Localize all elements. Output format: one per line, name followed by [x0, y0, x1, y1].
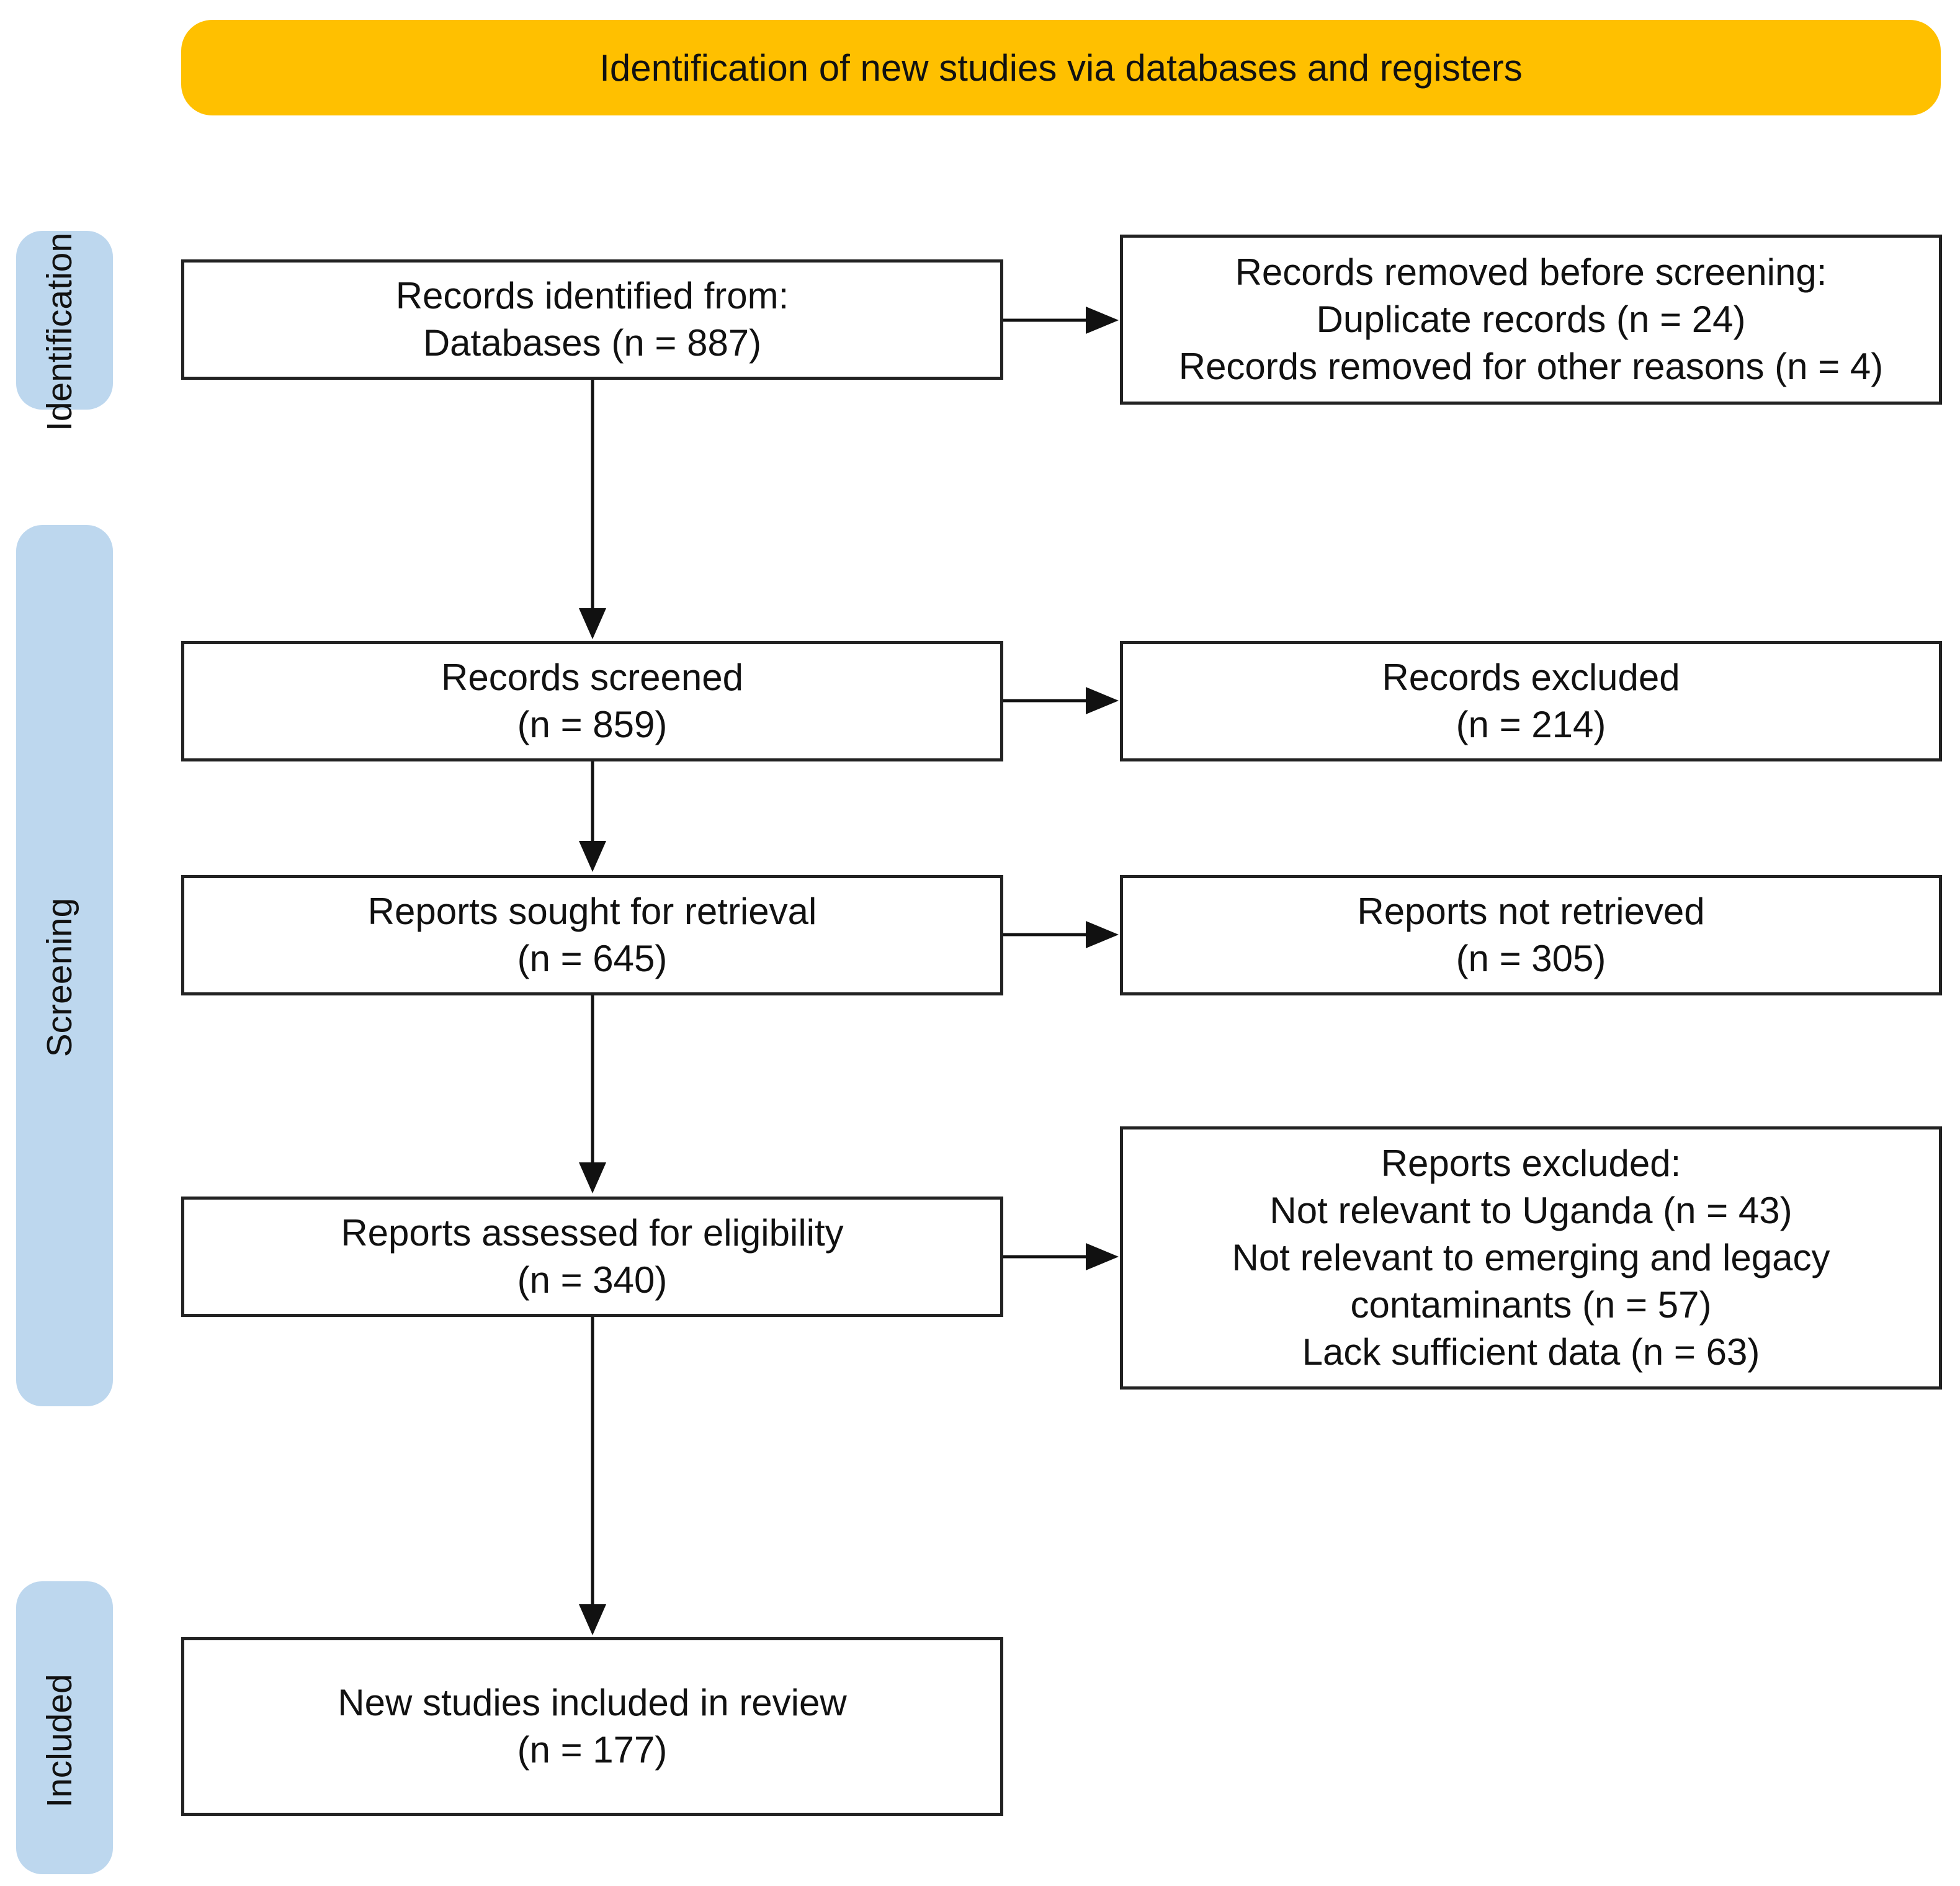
- records-excluded-line1: Records excluded: [1382, 657, 1680, 698]
- records-screened-line1: Records screened: [441, 657, 743, 698]
- reports-not-retrieved-line2: (n = 305): [1456, 938, 1606, 979]
- header-title: Identification of new studies via databa…: [599, 47, 1523, 89]
- arrowhead-down-1: [579, 608, 606, 639]
- records-removed-line2: Duplicate records (n = 24): [1316, 299, 1746, 340]
- box-reports-not-retrieved: Reports not retrieved (n = 305): [1120, 875, 1942, 995]
- records-identified-line2: Databases (n = 887): [423, 322, 762, 364]
- phase-pill-screening: [16, 525, 113, 1406]
- header-banner: Identification of new studies via databa…: [181, 20, 1941, 115]
- records-screened-line2: (n = 859): [517, 704, 668, 745]
- box-reports-sought: Reports sought for retrieval (n = 645): [181, 875, 1003, 995]
- reports-excluded-line5: Lack sufficient data (n = 63): [1302, 1331, 1760, 1373]
- records-removed-line3: Records removed for other reasons (n = 4…: [1178, 346, 1884, 387]
- arrowhead-down-3: [579, 1162, 606, 1193]
- box-reports-assessed: Reports assessed for eligibility (n = 34…: [181, 1197, 1003, 1317]
- arrowhead-down-2: [579, 841, 606, 872]
- studies-included-line1: New studies included in review: [338, 1682, 847, 1723]
- reports-sought-line1: Reports sought for retrieval: [367, 891, 817, 932]
- arrowhead-right-4: [1086, 1243, 1119, 1270]
- box-records-screened: Records screened (n = 859): [181, 641, 1003, 761]
- arrowhead-right-1: [1086, 307, 1119, 334]
- box-records-removed: Records removed before screening: Duplic…: [1120, 235, 1942, 405]
- phase-pill-included: [16, 1581, 113, 1874]
- records-identified-line1: Records identified from:: [395, 275, 789, 317]
- reports-sought-line2: (n = 645): [517, 938, 668, 979]
- reports-excluded-line4: contaminants (n = 57): [1350, 1284, 1712, 1326]
- phase-pill-identification: [16, 231, 113, 410]
- studies-included-line2: (n = 177): [517, 1729, 668, 1771]
- box-studies-included: New studies included in review (n = 177): [181, 1637, 1003, 1816]
- arrowhead-right-3: [1086, 921, 1119, 948]
- reports-excluded-line3: Not relevant to emerging and legacy: [1232, 1237, 1830, 1278]
- arrowhead-down-4: [579, 1604, 606, 1635]
- reports-excluded-line2: Not relevant to Uganda (n = 43): [1269, 1190, 1792, 1231]
- box-reports-excluded: Reports excluded: Not relevant to Uganda…: [1120, 1126, 1942, 1390]
- box-records-excluded: Records excluded (n = 214): [1120, 641, 1942, 761]
- reports-assessed-line2: (n = 340): [517, 1259, 668, 1301]
- box-records-identified: Records identified from: Databases (n = …: [181, 259, 1003, 380]
- reports-not-retrieved-line1: Reports not retrieved: [1357, 891, 1705, 932]
- reports-assessed-line1: Reports assessed for eligibility: [341, 1212, 844, 1254]
- arrowhead-right-2: [1086, 687, 1119, 714]
- reports-excluded-line1: Reports excluded:: [1381, 1143, 1681, 1184]
- records-excluded-line2: (n = 214): [1456, 704, 1606, 745]
- records-removed-line1: Records removed before screening:: [1235, 251, 1827, 293]
